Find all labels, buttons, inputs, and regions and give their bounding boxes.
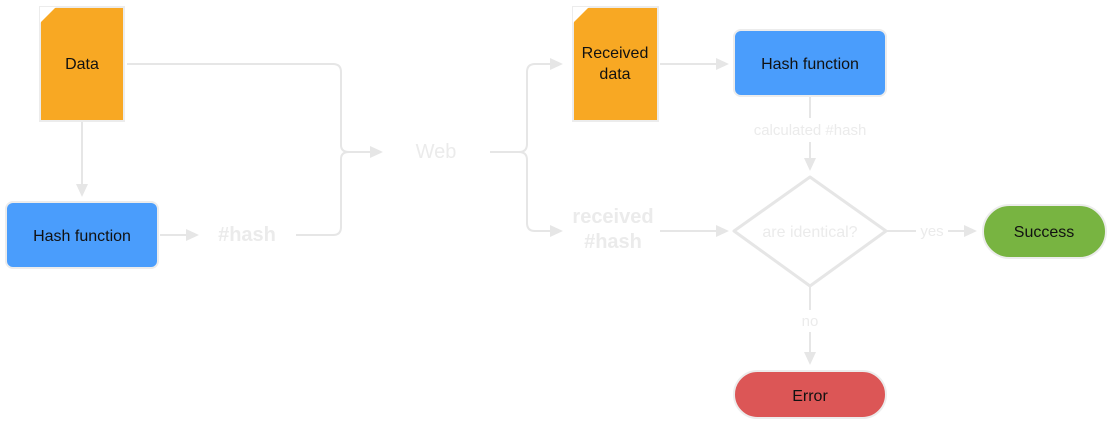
node-data: Data [39,6,125,122]
edge-data-to-web [127,63,372,153]
arrowhead [804,352,816,365]
arrowhead [370,146,383,158]
node-error: Error [733,370,887,419]
document-shape [39,6,125,122]
edge-hash-label-to-web [296,151,350,236]
node-hash-function-right-label: Hash function [761,56,859,73]
node-decision-label: are identical? [762,224,857,241]
node-received-data-label-line2: data [599,66,630,83]
edge-label-yes: yes [920,223,943,240]
process-shape [733,29,887,97]
arrowhead [550,225,563,237]
node-success-label: Success [1014,224,1074,241]
arrowhead [716,225,729,237]
connectors [76,58,977,365]
node-received-hash-label-line1: received [572,206,653,228]
node-data-label: Data [65,56,99,73]
decision-shape [732,175,888,288]
arrowhead [716,58,729,70]
node-received-data-label-line1: Received [582,45,649,62]
edge-web-to-received-hash [518,151,552,232]
node-received-data: Received data [572,6,659,122]
node-received-hash-label-line2: #hash [584,231,642,253]
document-shape [572,6,659,122]
node-web-label: Web [416,141,457,163]
arrowhead [804,158,816,171]
node-success: Success [982,204,1107,259]
node-hash-function-right: Hash function [733,29,887,97]
arrowhead [550,58,563,70]
edge-label-no: no [802,313,819,330]
node-error-label: Error [792,388,828,405]
terminal-shape [982,204,1107,259]
node-hash-function-left-label: Hash function [33,228,131,245]
edge-web-to-received-data [490,63,552,153]
document-corner-fold [573,7,589,23]
edge-label-calculated-hash: calculated #hash [754,122,867,139]
node-decision: are identical? [732,175,888,288]
arrowhead [964,225,977,237]
node-hash-label: #hash [218,224,276,246]
arrowhead [76,184,88,197]
node-hash-function-left: Hash function [5,201,159,269]
arrowhead [186,229,199,241]
document-corner-fold [40,7,56,23]
process-shape [5,201,159,269]
terminal-shape [733,370,887,419]
